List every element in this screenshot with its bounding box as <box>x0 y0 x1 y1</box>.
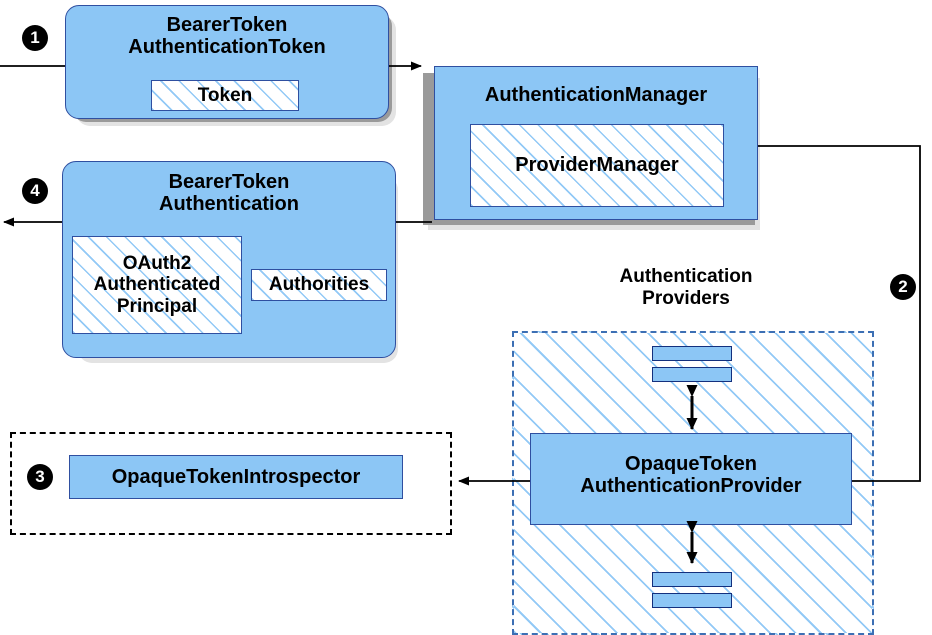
node-bearer-token-authentication-token-title: BearerToken AuthenticationToken <box>128 14 326 59</box>
node-opaque-token-introspector-title: OpaqueTokenIntrospector <box>111 465 361 488</box>
badge-2: 2 <box>890 274 916 300</box>
inner-token-box: Token <box>151 80 299 111</box>
badge-1: 1 <box>22 25 48 51</box>
inner-authorities-box: Authorities <box>251 269 387 301</box>
node-bearer-token-authentication-title: BearerToken Authentication <box>159 171 299 216</box>
node-opaque-token-introspector[interactable]: OpaqueTokenIntrospector <box>69 455 403 499</box>
badge-3: 3 <box>27 464 53 490</box>
inner-oauth2-authenticated-principal-label: OAuth2 Authenticated Principal <box>93 253 221 317</box>
provider-bar-bottom-2 <box>652 593 732 608</box>
inner-provider-manager-label: ProviderManager <box>515 154 679 177</box>
inner-authorities-label: Authorities <box>268 274 370 296</box>
badge-4: 4 <box>22 178 48 204</box>
node-bearer-token-authentication-token[interactable]: BearerToken AuthenticationToken <box>65 5 389 119</box>
inner-provider-manager-box: ProviderManager <box>470 124 724 207</box>
provider-bar-bottom-1 <box>652 572 732 587</box>
node-authentication-manager-title: AuthenticationManager <box>484 84 708 106</box>
authentication-providers-caption: Authentication Providers <box>619 266 753 310</box>
provider-bar-top-2 <box>652 367 732 382</box>
node-opaque-token-authentication-provider[interactable]: OpaqueToken AuthenticationProvider <box>530 433 852 525</box>
provider-bar-top-1 <box>652 346 732 361</box>
node-opaque-token-authentication-provider-title: OpaqueToken AuthenticationProvider <box>580 453 802 498</box>
inner-oauth2-authenticated-principal-box: OAuth2 Authenticated Principal <box>72 236 242 334</box>
inner-token-label: Token <box>197 84 253 106</box>
